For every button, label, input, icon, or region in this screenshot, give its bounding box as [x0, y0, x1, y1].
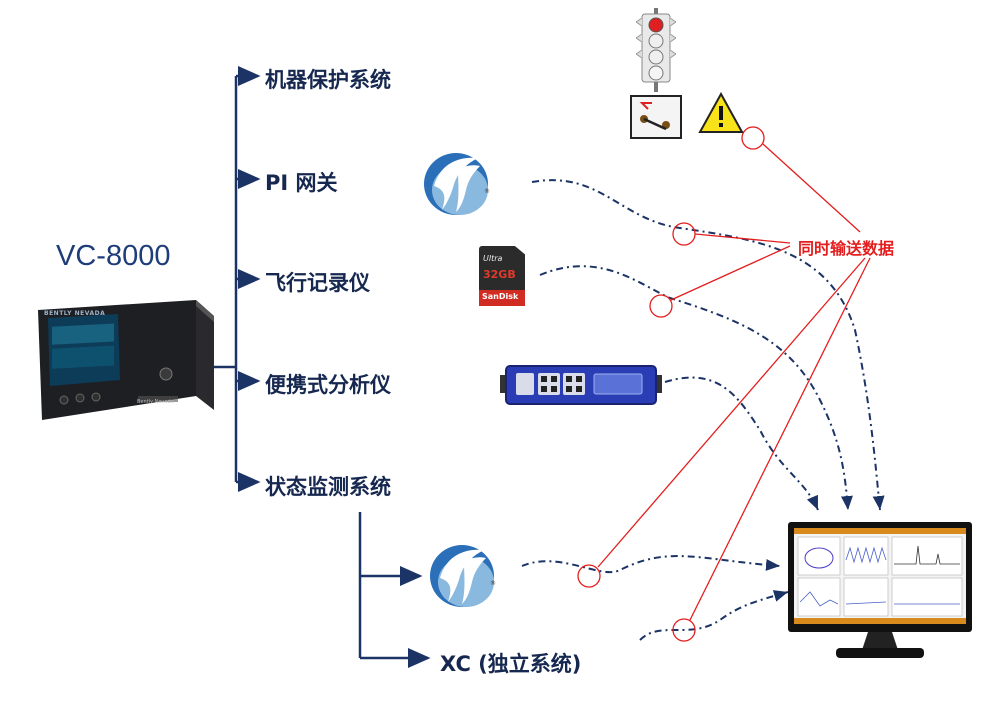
branch-xc-standalone: XC (独立系统) — [440, 652, 582, 676]
branch-machine-protection: 机器保护系统 — [265, 68, 391, 92]
highlight-lines — [577, 126, 871, 642]
simultaneous-data-label: 同时输送数据 — [798, 239, 895, 258]
branch-portable-analyzer: 便携式分析仪 — [265, 373, 391, 397]
svg-text:®: ® — [484, 188, 490, 195]
vc8000-device-icon — [38, 300, 214, 420]
pi-logo-icon: ® — [430, 545, 496, 607]
analyzer-icon — [500, 365, 662, 405]
monitor-icon — [788, 522, 972, 658]
branch-condition-monitoring: 状态监测系统 — [265, 475, 391, 499]
data-flow-curves — [521, 179, 885, 641]
sd-card-line1: Ultra — [483, 254, 503, 263]
tree-lines — [213, 66, 431, 668]
svg-text:®: ® — [490, 580, 496, 587]
device-model-title: VC-8000 — [56, 240, 171, 272]
sd-card-icon: Ultra 32GB SanDisk — [479, 246, 525, 306]
switch-icon — [630, 95, 682, 139]
sd-card-capacity: 32GB — [483, 268, 516, 281]
pi-logo-icon: ® — [424, 153, 490, 215]
branch-flight-recorder: 飞行记录仪 — [265, 271, 370, 295]
traffic-light-icon — [636, 8, 676, 92]
device-brand-text: BENTLY NEVADA — [44, 310, 106, 317]
device-footer-text: Bently Nevada — [137, 399, 174, 405]
warning-icon — [698, 92, 744, 133]
branch-pi-gateway: PI 网关 — [265, 171, 338, 195]
sd-card-brand: SanDisk — [482, 292, 519, 301]
